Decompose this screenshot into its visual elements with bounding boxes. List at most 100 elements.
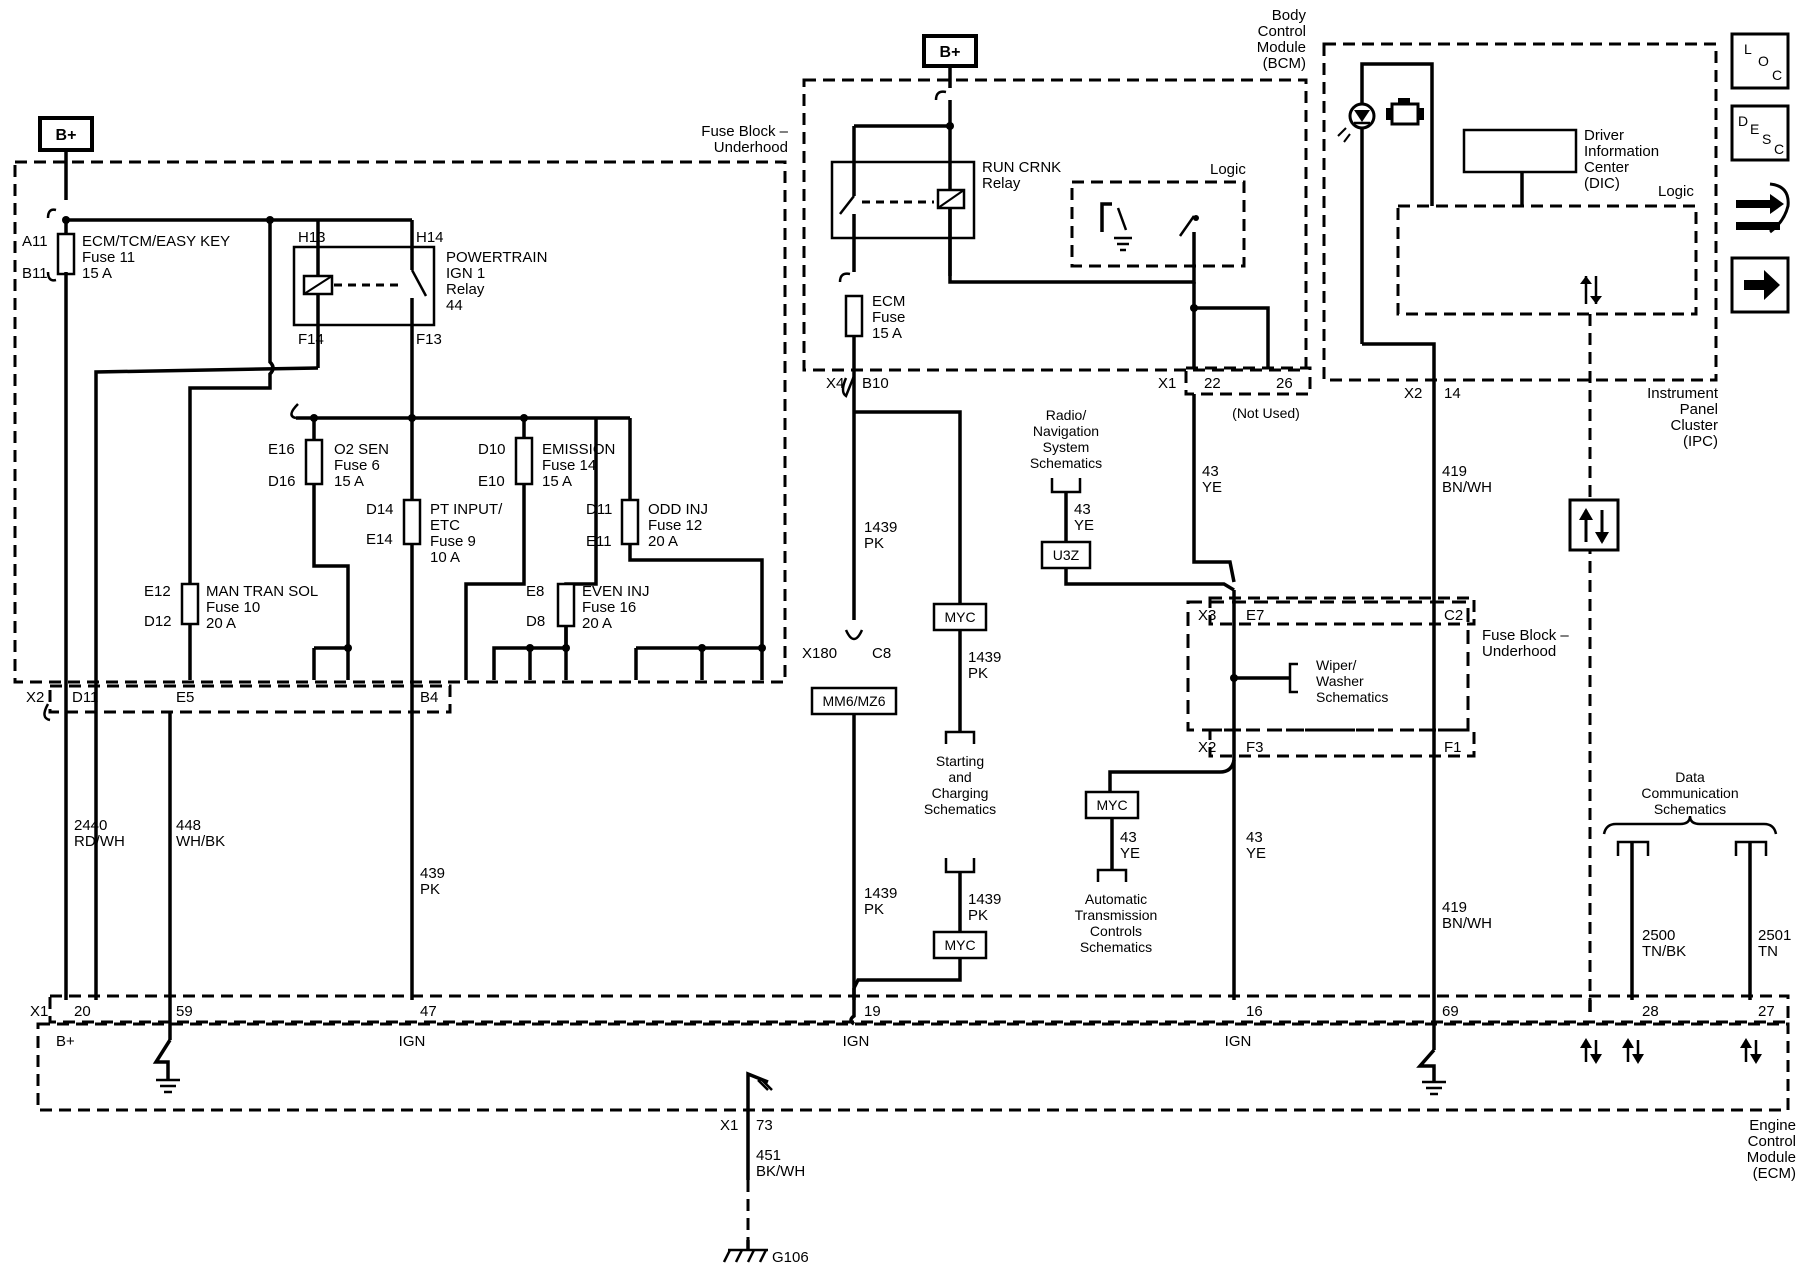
nav-desc-button[interactable]: D E S C (1730, 104, 1790, 162)
relay-name-4: 44 (446, 297, 463, 314)
chassis-ground-g106: X1 73 451 BK/WH G106 (720, 1071, 809, 1266)
fuse-16-circuit: E8 D8 EVEN INJ Fuse 16 20 A (492, 418, 650, 680)
fuse-6-rating: 15 A (334, 473, 364, 490)
ecm-fuse-rating: 15 A (872, 325, 902, 342)
wire-1439c-circuit: 1439 (864, 885, 897, 902)
wire-1439a-circuit: 1439 (864, 519, 897, 536)
fuse-9 (402, 498, 422, 546)
fuse-10-number: Fuse 10 (206, 599, 260, 616)
x4-b10: B10 (862, 375, 889, 392)
x2-connector: X2 D11 E5 B4 (26, 684, 452, 722)
auto-trans-ref-3: Controls (1090, 923, 1142, 939)
engine-icon (1386, 98, 1424, 126)
fuse-16-name: EVEN INJ (582, 583, 650, 600)
ecm-label-3: Module (1747, 1149, 1796, 1166)
radio-ref-2: Navigation (1033, 423, 1099, 439)
fuse-12-top-pin: D11 (586, 501, 612, 518)
ecm-label-4: (ECM) (1753, 1165, 1796, 1182)
dic-label-2: Information (1584, 143, 1659, 160)
ecm-ign-3: IGN (1225, 1033, 1252, 1050)
bcm-logic: Logic (1070, 161, 1246, 268)
ecm-bplus: B+ (56, 1033, 75, 1050)
fb-e7: E7 (1246, 607, 1264, 624)
wire-1439c-color: PK (864, 901, 884, 918)
bcm-x1-22: 22 (1204, 375, 1221, 392)
ipc-module: Instrument Panel Cluster (IPC) Driver In… (1322, 42, 1719, 1000)
wiper-ref-2: Washer (1316, 673, 1364, 689)
left-fuse-block-label-1: Fuse Block – (701, 123, 788, 140)
fuse-12-circuit: D11 E11 ODD INJ Fuse 12 20 A (586, 418, 766, 680)
data-comm-ref-1: Data (1675, 769, 1705, 785)
ecm-pin-47: 47 (420, 1003, 437, 1020)
wire-43a-color: YE (1202, 479, 1222, 496)
fuse-12-number: Fuse 12 (648, 517, 702, 534)
bcm-logic-label: Logic (1210, 161, 1246, 178)
dic-label-1: Driver (1584, 127, 1624, 144)
option-myc-3: MYC (1096, 797, 1127, 813)
x2-b4: B4 (420, 689, 438, 706)
fuse-10-bottom-pin: D12 (144, 613, 172, 630)
wire-439-circuit: 439 (420, 865, 445, 882)
ground-pin: 73 (756, 1117, 773, 1134)
ecm-fuse-name: ECM (872, 293, 905, 310)
dic-label-4: (DIC) (1584, 175, 1620, 192)
fuse-9-name-2: ETC (430, 517, 460, 534)
fb-f3: F3 (1246, 739, 1264, 756)
next-arrow-button[interactable] (1730, 256, 1790, 314)
ecm-data-arrows-icon (1580, 1038, 1762, 1064)
fb-c2: C2 (1444, 607, 1463, 624)
ecm-label-2: Control (1748, 1133, 1796, 1150)
bplus-left-label: B+ (56, 127, 77, 144)
ecm-fuse-number: Fuse (872, 309, 905, 326)
starting-ref-3: Charging (932, 785, 989, 801)
ipc-x2-14: 14 (1444, 385, 1461, 402)
ecm-pin-28: 28 (1642, 1003, 1659, 1020)
wire-43c-circuit: 43 (1120, 829, 1137, 846)
ecm-ign-1: IGN (399, 1033, 426, 1050)
ipc-x2-label: X2 (1404, 385, 1422, 402)
wire-1439d-color: PK (968, 907, 988, 924)
option-myc-2: MYC (944, 937, 975, 953)
wire-1439b-color: PK (968, 665, 988, 682)
wire-2500-circuit: 2500 (1642, 927, 1675, 944)
fuse-10-name: MAN TRAN SOL (206, 583, 318, 600)
wire-448-circuit: 448 (176, 817, 201, 834)
right-fuse-block: Fuse Block – Underhood X3 E7 C2 X2 F3 F1… (1186, 590, 1569, 1000)
fb-x3: X3 (1198, 607, 1216, 624)
fuse-9-circuit: D14 E14 PT INPUT/ ETC Fuse 9 10 A (366, 498, 503, 566)
fuse-11-name: ECM/TCM/EASY KEY (82, 233, 230, 250)
wire-451-circuit: 451 (756, 1147, 781, 1164)
fb-x2: X2 (1198, 739, 1216, 756)
fuse-11 (56, 232, 76, 276)
ipc-label-1: Instrument (1647, 385, 1719, 402)
fuse-14 (514, 436, 534, 486)
option-myc-1: MYC (944, 609, 975, 625)
wire-419a-color: BN/WH (1442, 479, 1492, 496)
bcm-label-2: Control (1258, 23, 1306, 40)
left-fuse-block-label-2: Underhood (714, 139, 788, 156)
nav-loc-c: C (1772, 67, 1782, 83)
radio-ref-3: System (1043, 439, 1090, 455)
fuse-6-name: O2 SEN (334, 441, 389, 458)
fuse-16-bottom-pin: D8 (526, 613, 545, 630)
right-fuse-block-label-1: Fuse Block – (1482, 627, 1569, 644)
wire-1439d-circuit: 1439 (968, 891, 1001, 908)
x180-label: X180 (802, 645, 837, 662)
nav-loc-button[interactable]: L O C (1730, 32, 1790, 90)
starting-ref-2: and (948, 769, 971, 785)
bcm-module: Body Control Module (BCM) (802, 7, 1308, 372)
run-crank-relay: RUN CRNK Relay (830, 124, 1196, 284)
ground-x1: X1 (720, 1117, 738, 1134)
x180-c8: C8 (872, 645, 891, 662)
x2-e5: E5 (176, 689, 194, 706)
right-fuse-block-label-2: Underhood (1482, 643, 1556, 660)
fuse-11-bottom-pin: B11 (22, 265, 48, 282)
bcm-x1-26: 26 (1276, 375, 1293, 392)
bcm-label-4: (BCM) (1263, 55, 1306, 72)
connector-wrench-icon[interactable] (1736, 182, 1790, 234)
fuse-10 (180, 582, 200, 626)
wire-419a-circuit: 419 (1442, 463, 1467, 480)
powertrain-relay: H13 H14 F14 F13 POWERTRAIN IGN 1 Relay 4… (292, 220, 547, 1000)
ecm-pin-59: 59 (176, 1003, 193, 1020)
starting-ref-4: Schematics (924, 801, 996, 817)
